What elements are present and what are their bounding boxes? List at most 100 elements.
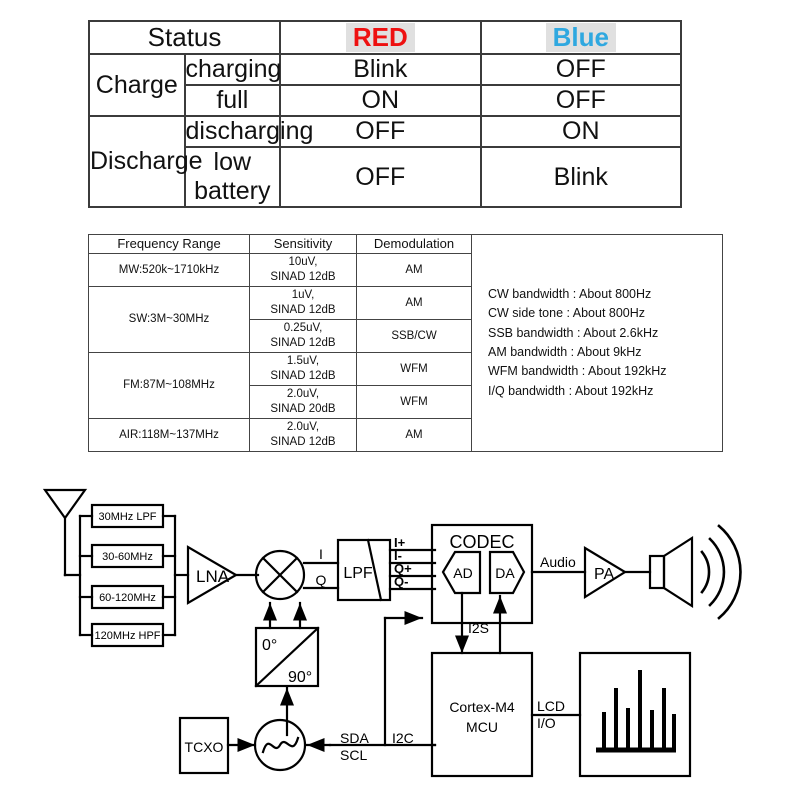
note-line: CW bandwidth : About 800Hz bbox=[488, 286, 652, 301]
oscillator-icon bbox=[253, 718, 307, 772]
lna-amplifier bbox=[186, 545, 239, 605]
group-cell-discharge: Discharge bbox=[88, 115, 203, 208]
frequency-range-cell: AIR:118M~137MHz bbox=[88, 417, 250, 453]
demodulation-cell: AM bbox=[356, 417, 472, 453]
phase-90-label: 90° bbox=[288, 669, 312, 686]
mixer-icon bbox=[254, 549, 306, 601]
lpf-block bbox=[336, 538, 392, 602]
mcu-label-line2: MCU bbox=[466, 719, 498, 735]
i2c-label: I2C bbox=[392, 730, 414, 746]
frequency-range-cell: FM:87M~108MHz bbox=[88, 352, 250, 419]
red-state-cell: OFF bbox=[279, 115, 482, 148]
mixer-i-label: I bbox=[319, 546, 323, 562]
lpf-label: LPF bbox=[343, 565, 373, 582]
pa-amplifier bbox=[583, 546, 628, 599]
lcd-label-line1: LCD bbox=[537, 698, 565, 714]
pa-label: PA bbox=[594, 566, 614, 583]
sensitivity-cell: 10uV, SINAD 12dB bbox=[249, 253, 357, 288]
col-header-frequency-range: Frequency Range bbox=[88, 233, 250, 255]
state-cell: charging bbox=[183, 53, 282, 86]
sensitivity-sinad: SINAD 12dB bbox=[270, 337, 336, 350]
da-label: DA bbox=[495, 565, 515, 581]
sensitivity-value: 0.25uV, bbox=[283, 322, 323, 335]
antenna-icon bbox=[42, 488, 88, 577]
blue-header-cell: Blue bbox=[479, 20, 683, 55]
sensitivity-sinad: SINAD 12dB bbox=[270, 435, 336, 448]
lna-label: LNA bbox=[196, 567, 230, 586]
demodulation-cell: SSB/CW bbox=[356, 319, 472, 354]
table-row: FM:87M~108MHz 1.5uV, SINAD 12dB WFM bbox=[88, 352, 723, 419]
sensitivity-sinad: SINAD 20dB bbox=[270, 402, 336, 415]
sensitivity-sinad: SINAD 12dB bbox=[270, 271, 336, 284]
mixer-q-label: Q bbox=[316, 572, 327, 588]
spectrum-trace bbox=[596, 670, 676, 753]
i2s-label: I2S bbox=[468, 620, 489, 636]
da-converter-icon bbox=[488, 550, 526, 595]
blue-state-cell: OFF bbox=[479, 84, 683, 117]
tcxo-label: TCXO bbox=[185, 739, 224, 755]
sensitivity-sinad: SINAD 12dB bbox=[270, 370, 336, 382]
frequency-range-cell: MW:520k~1710kHz bbox=[88, 253, 250, 288]
bandwidth-notes-list: CW bandwidth : About 800Hz CW side tone … bbox=[488, 285, 722, 401]
col-header-sensitivity: Sensitivity bbox=[249, 233, 357, 255]
sensitivity-cell: 0.25uV, SINAD 12dB bbox=[249, 319, 357, 354]
blue-state-cell: ON bbox=[479, 115, 683, 148]
note-line: WFM bandwidth : About 192kHz bbox=[488, 364, 667, 379]
table-row-header: Status RED Blue bbox=[87, 20, 683, 55]
sensitivity-value: 2.0uV, bbox=[286, 388, 320, 401]
filter-block-3 bbox=[90, 622, 165, 648]
red-state-cell: Blink bbox=[279, 53, 482, 86]
status-header-cell: Status bbox=[87, 20, 282, 55]
frequency-range-cell: SW:3M~30MHz bbox=[88, 286, 250, 354]
blue-state-cell: Blink bbox=[479, 146, 683, 208]
codec-label: CODEC bbox=[449, 532, 514, 552]
note-line: CW side tone : About 800Hz bbox=[488, 306, 646, 321]
table-row: Discharge discharging OFF ON bbox=[88, 115, 683, 208]
table-row-header: Frequency Range Sensitivity Demodulation… bbox=[88, 233, 723, 452]
table-row: 2.0uV, SINAD 20dB WFM bbox=[89, 384, 723, 419]
iq-label-q-minus: Q- bbox=[394, 574, 408, 589]
iq-label-q-plus: Q+ bbox=[394, 561, 412, 576]
filter-block-2 bbox=[90, 584, 165, 610]
sensitivity-cell: 2.0uV, SINAD 12dB bbox=[249, 417, 357, 453]
red-led-label: RED bbox=[345, 22, 415, 52]
red-header-cell: RED bbox=[279, 20, 482, 55]
demodulation-cell: AM bbox=[356, 286, 472, 321]
bandwidth-notes-cell: CW bandwidth : About 800Hz CW side tone … bbox=[471, 234, 723, 452]
receiver-block-diagram: 30MHz LPF 30-60MHz 60-120MHz 120MHz HPF … bbox=[42, 488, 742, 778]
led-status-table: Status RED Blue Charge charging Blink OF… bbox=[87, 20, 683, 208]
table-row: MW:520k~1710kHz 10uV, SINAD 12dB AM bbox=[88, 253, 723, 288]
sensitivity-cell: 2.0uV, SINAD 20dB bbox=[249, 384, 357, 419]
filter-label-2: 60-120MHz bbox=[99, 592, 156, 604]
iq-label-i-plus: I+ bbox=[394, 535, 406, 550]
specifications-table: Frequency Range Sensitivity Demodulation… bbox=[88, 233, 723, 453]
col-header-demodulation: Demodulation bbox=[356, 233, 472, 255]
phase-shifter-block bbox=[254, 626, 320, 688]
demodulation-cell: WFM bbox=[356, 352, 472, 386]
demodulation-cell: AM bbox=[356, 253, 472, 288]
lcd-display-block bbox=[578, 651, 692, 778]
audio-label: Audio bbox=[540, 554, 576, 570]
phase-0-label: 0° bbox=[262, 637, 277, 654]
group-cell-charge: Charge bbox=[88, 53, 186, 117]
state-cell: discharging bbox=[183, 115, 314, 148]
filter-block-0 bbox=[90, 503, 165, 529]
sensitivity-cell: 1uV, SINAD 12dB bbox=[249, 286, 357, 321]
filter-label-3: 120MHz HPF bbox=[94, 630, 160, 642]
ad-converter-icon bbox=[441, 550, 482, 595]
sensitivity-value: 2.0uV, bbox=[286, 421, 320, 434]
status-header-label: Status bbox=[147, 22, 222, 52]
filter-label-0: 30MHz LPF bbox=[98, 511, 156, 523]
ad-label: AD bbox=[453, 565, 472, 581]
blue-led-label: Blue bbox=[545, 22, 616, 52]
blue-state-cell: OFF bbox=[479, 53, 683, 86]
note-line: AM bandwidth : About 9kHz bbox=[488, 345, 642, 359]
mcu-label-line1: Cortex-M4 bbox=[449, 699, 515, 715]
red-state-cell: OFF bbox=[279, 146, 482, 208]
sensitivity-value: 1uV, bbox=[291, 289, 315, 302]
sound-waves-icon bbox=[700, 524, 742, 620]
state-cell: full bbox=[183, 84, 282, 117]
filter-block-1 bbox=[90, 543, 165, 569]
speaker-icon bbox=[648, 535, 694, 609]
state-cell: low battery bbox=[183, 146, 282, 208]
